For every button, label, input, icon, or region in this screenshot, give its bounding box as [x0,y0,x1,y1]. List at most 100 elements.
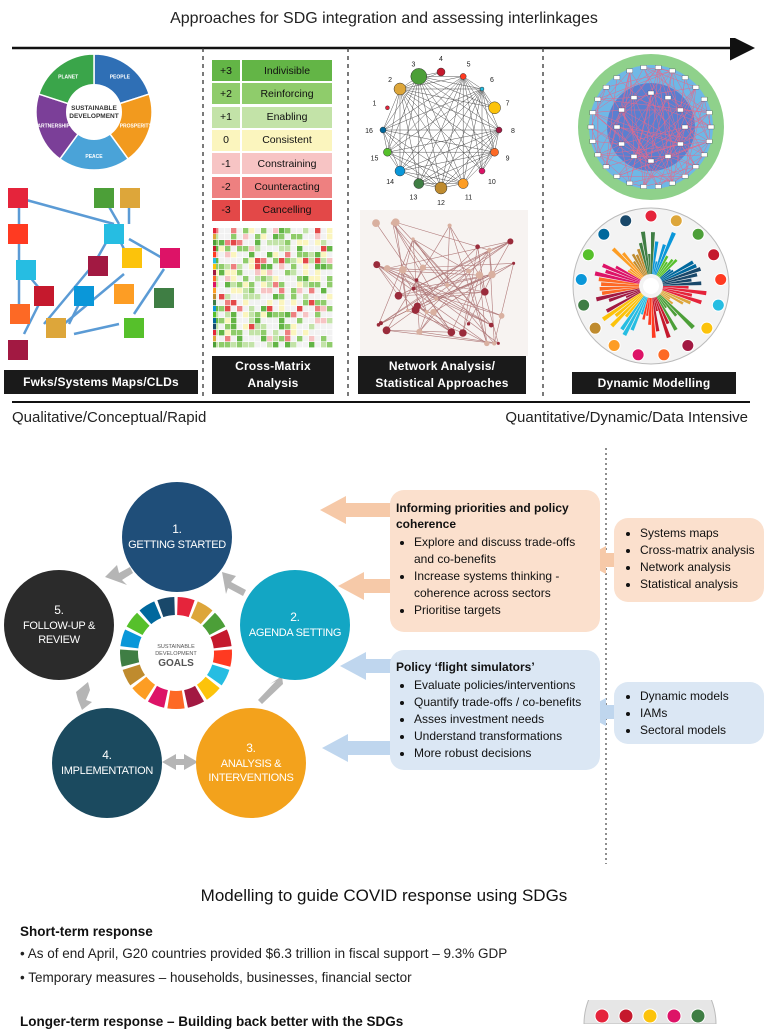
flight-bullet: Understand transformations [414,728,592,745]
matrix-cell [231,306,237,312]
wheel-segment-label: PARTNERSHIP [34,124,70,130]
matrix-cell [285,240,291,246]
matrix-cell [225,312,231,318]
graph-node [488,270,496,279]
dynamic-node [613,174,621,179]
matrix-cell [219,342,225,348]
matrix-cell [303,276,309,282]
col1-label-text: Fwks/Systems Maps/CLDs [23,374,179,389]
matrix-cell [297,300,303,306]
matrix-cell [225,300,231,306]
network-edge [399,151,495,172]
sdg-radial-wheel [572,207,730,365]
method-item: Cross-matrix analysis [640,542,760,559]
dynamic-link [667,97,673,184]
matrix-cell [303,258,309,264]
matrix-cell [237,240,243,246]
matrix-cell [297,282,303,288]
matrix-cell [243,300,249,306]
sdg-goal-icon [581,248,595,262]
matrix-cell [309,246,315,252]
matrix-cell [267,312,273,318]
matrix-cell [249,288,255,294]
matrix-cell [231,264,237,270]
matrix-cell [285,228,291,234]
matrix-cell [285,276,291,282]
step3-label-line2: INTERVENTIONS [208,772,294,784]
matrix-cell [303,330,309,336]
network-node [479,86,485,92]
dynamic-node [640,65,647,70]
radial-bar [661,290,692,305]
sdg-wheel-segment [196,676,220,700]
matrix-row-marker [213,246,216,252]
sdg-wheel-segment [184,685,205,708]
matrix-cell [327,294,333,300]
matrix-cell [219,276,225,282]
col4-label: Dynamic Modelling [572,372,736,394]
graph-node [411,237,415,241]
matrix-cell [237,294,243,300]
matrix-cell [321,276,327,282]
dynamic-link [621,97,669,145]
radial-bar [635,254,647,276]
matrix-cell [291,306,297,312]
dynamic-link [629,92,652,184]
graph-node [398,265,407,274]
step-implementation: 4. IMPLEMENTATION [52,708,162,818]
network-edge [418,88,483,184]
matrix-cell [261,276,267,282]
matrix-cell [297,342,303,348]
dynamic-link [597,70,673,100]
matrix-cell [255,342,261,348]
network-edge [382,129,442,189]
matrix-cell [267,270,273,276]
graph-node [376,323,381,327]
radial-bar [662,281,702,286]
radial-bar [624,295,644,318]
matrix-cell [303,342,309,348]
matrix-cell [309,258,315,264]
matrix-cell [327,336,333,342]
matrix-cell [225,252,231,258]
graph-node [487,247,492,253]
matrix-cell [303,312,309,318]
matrix-row-marker [213,258,216,264]
network-edge [481,129,500,172]
quantitative-methods-panel: Dynamic models IAMs Sectoral models [614,682,764,744]
sdg-goal-icon [707,248,721,262]
matrix-cell [297,270,303,276]
matrix-cell [291,330,297,336]
sdg-tile [122,248,142,268]
matrix-cell [291,264,297,270]
radial-bar [660,269,674,280]
sdg-tile [154,288,174,308]
matrix-cell [279,234,285,240]
dynamic-link [680,77,686,111]
matrix-cell [237,306,243,312]
graph-edge [468,274,493,324]
matrix-cell [219,330,225,336]
dynamic-node [626,68,633,74]
radial-bar [610,294,643,328]
matrix-row-marker [213,282,216,288]
matrix-cell [261,342,267,348]
matrix-cell [309,276,315,282]
wheel-segment-label: PLANET [58,74,78,80]
radial-bar [656,296,678,331]
matrix-cell [321,300,327,306]
graph-node [394,291,403,300]
matrix-cell [225,324,231,330]
step4-label: IMPLEMENTATION [61,765,153,777]
matrix-cell [291,336,297,342]
matrix-cell [285,258,291,264]
matrix-cell [309,252,315,258]
radial-bar [622,252,644,278]
radial-bar [658,294,678,317]
matrix-cell [255,330,261,336]
flight-title: Policy ‘flight simulators’ [396,660,535,674]
sdg-tile [104,224,124,244]
sdg-wheel-segment [122,664,146,686]
matrix-cell [261,246,267,252]
step-agenda-setting: 2. AGENDA SETTING [240,570,350,680]
